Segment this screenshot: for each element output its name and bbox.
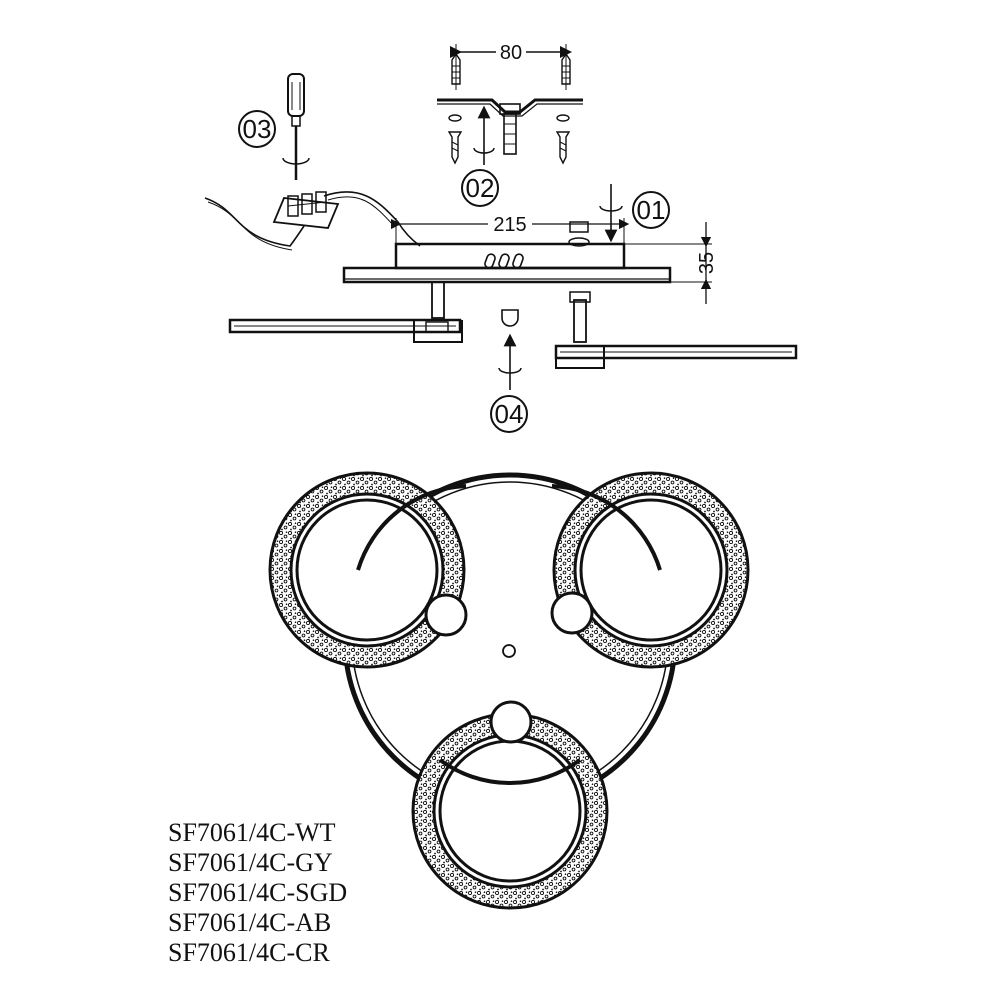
step-label-04: 04 [490, 395, 528, 433]
rotate-icon [473, 147, 495, 154]
rotate-icon [498, 367, 522, 374]
arms-group [228, 281, 798, 390]
base-plate [342, 266, 672, 284]
step-label-02: 02 [461, 169, 499, 207]
screwdriver-icon [287, 73, 305, 180]
light-ring-bottom [411, 712, 609, 910]
washer-icon [568, 237, 590, 247]
connector-cap [501, 309, 519, 327]
light-ring-top-left [268, 471, 467, 669]
model-code: SF7061/4C-GY [168, 848, 333, 877]
center-screw [502, 644, 516, 658]
terminal-block [272, 191, 340, 229]
canopy-group [342, 184, 712, 304]
step-number: 04 [495, 399, 524, 429]
ball-joint [489, 700, 533, 744]
screw-icon [447, 131, 463, 165]
ball-joint [424, 593, 468, 637]
step-label-03: 03 [238, 110, 276, 148]
mounting-plate [437, 98, 583, 114]
step-number: 03 [243, 114, 272, 144]
canopy-box [394, 242, 626, 270]
wall-anchor-icon [561, 52, 571, 85]
left-arm [228, 318, 462, 334]
dimension-label-80: 80 [500, 42, 522, 64]
rotate-icon [599, 205, 623, 212]
screw-icon [555, 131, 571, 165]
rotate-icon [282, 157, 310, 165]
model-list: SF7061/4C-WT SF7061/4C-GY SF7061/4C-SGD … [168, 818, 347, 968]
wiring-group [204, 73, 421, 251]
lamp-wire [323, 191, 421, 247]
fixture-top-view [268, 471, 750, 910]
step-number: 01 [637, 195, 666, 225]
step-number: 02 [466, 173, 495, 203]
light-ring-top-right [551, 471, 750, 669]
dimension-label-35: 35 [696, 252, 718, 274]
washer-icon [556, 114, 570, 122]
model-code: SF7061/4C-CR [168, 938, 330, 967]
model-code: SF7061/4C-SGD [168, 878, 348, 907]
model-code: SF7061/4C-AB [168, 908, 332, 937]
washer-icon [448, 114, 462, 122]
wall-anchor-icon [451, 52, 461, 85]
ball-joint [550, 591, 594, 635]
dimension-label-215: 215 [493, 214, 526, 236]
mounting-bracket-group [437, 44, 583, 165]
nut-icon [569, 221, 589, 233]
power-wire [204, 197, 305, 247]
step-label-01: 01 [632, 191, 670, 229]
model-code: SF7061/4C-WT [168, 818, 336, 847]
